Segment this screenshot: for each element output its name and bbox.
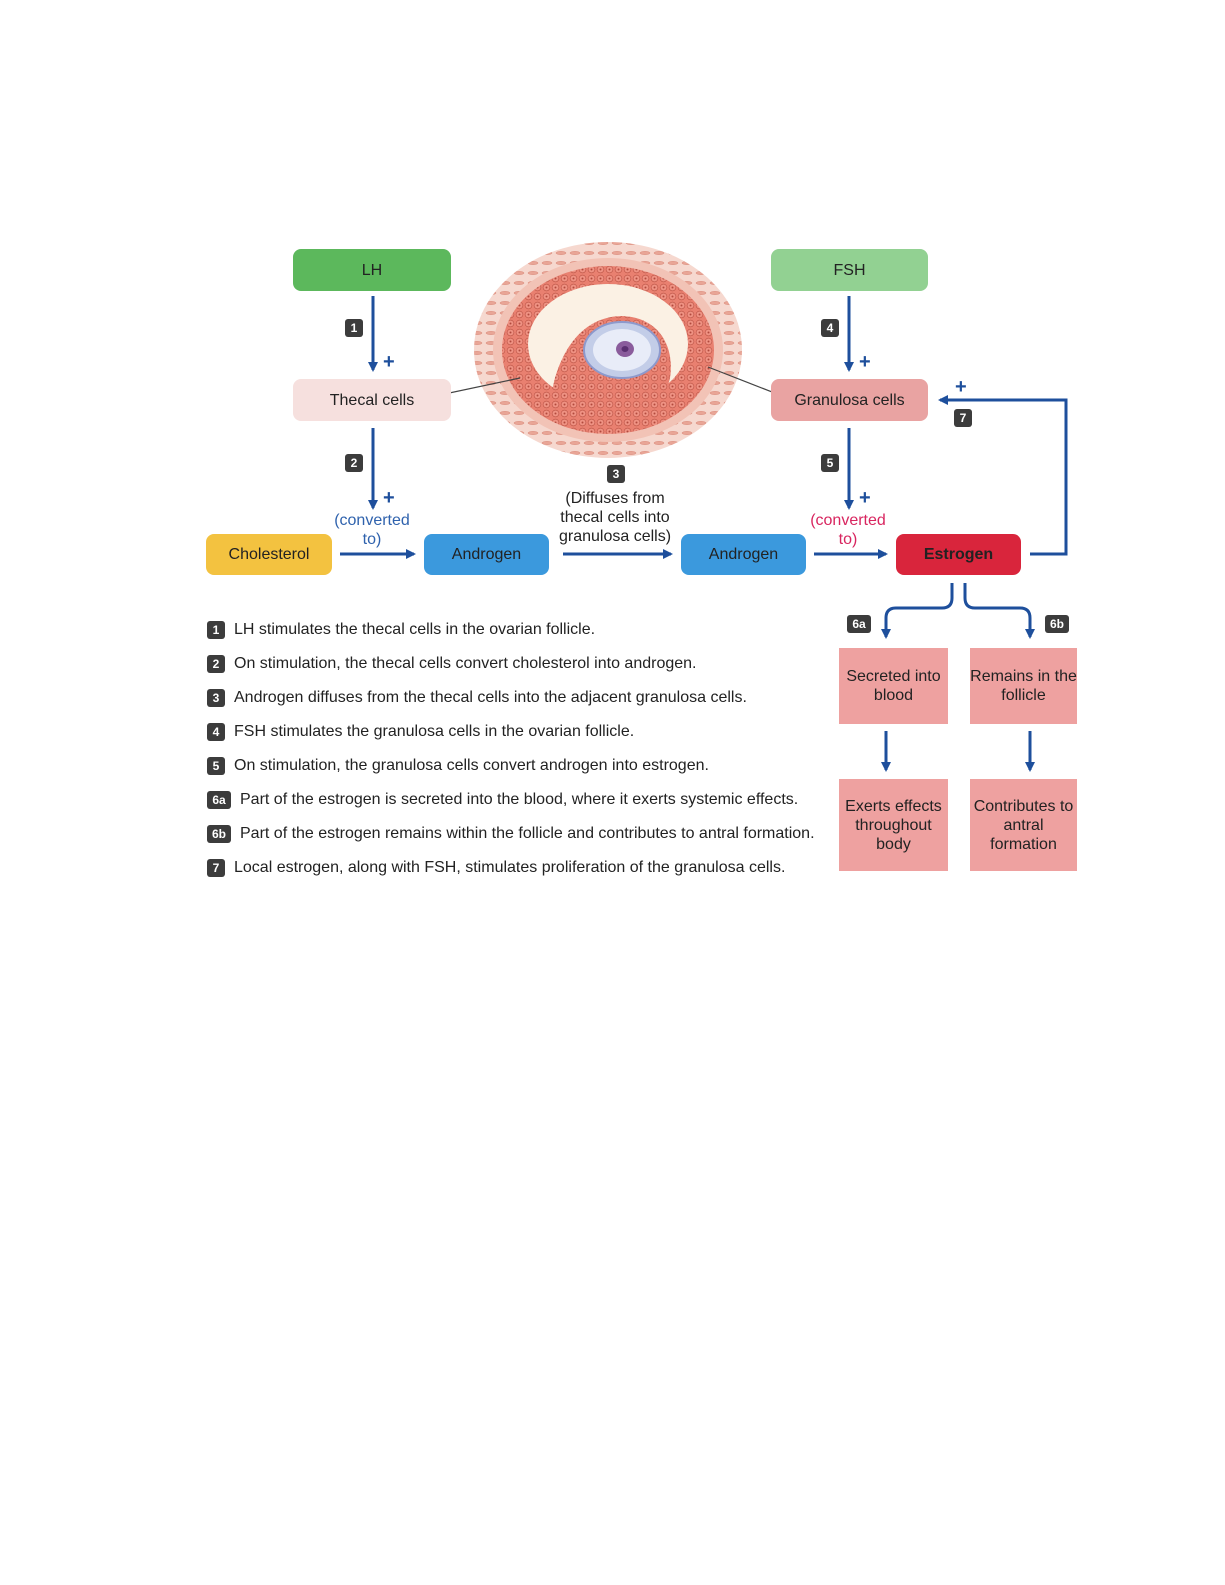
fsh-box: FSH — [771, 249, 928, 291]
legend-badge: 1 — [207, 621, 225, 639]
plus-sign-thecal: + — [383, 487, 395, 509]
legend-badge: 7 — [207, 859, 225, 877]
legend-row: 4 FSH stimulates the granulosa cells in … — [207, 722, 634, 742]
plus-sign-fsh: + — [859, 351, 871, 373]
legend-text: On stimulation, the thecal cells convert… — [234, 655, 697, 672]
diffuses-note: (Diffuses from thecal cells into granulo… — [558, 490, 672, 545]
legend-row: 5 On stimulation, the granulosa cells co… — [207, 756, 709, 776]
legend-text: Part of the estrogen remains within the … — [240, 825, 815, 842]
step-badge-6b: 6b — [1045, 615, 1069, 633]
step-badge-4: 4 — [821, 319, 839, 337]
legend-text: Part of the estrogen is secreted into th… — [240, 791, 799, 808]
ovarian-follicle-illustration — [474, 242, 742, 458]
legend-row: 6b Part of the estrogen remains within t… — [207, 824, 815, 844]
legend-text: On stimulation, the granulosa cells conv… — [234, 757, 709, 774]
legend-row: 3 Androgen diffuses from the thecal cell… — [207, 688, 747, 708]
step-badge-7: 7 — [954, 409, 972, 427]
androgen-granulosa-box: Androgen — [681, 534, 806, 575]
step-badge-1: 1 — [345, 319, 363, 337]
step-badge-5: 5 — [821, 454, 839, 472]
legend-text: Androgen diffuses from the thecal cells … — [234, 689, 747, 706]
legend-badge: 5 — [207, 757, 225, 775]
arrow-estrogen-to-blood — [881, 583, 954, 639]
step-badge-6a: 6a — [847, 615, 871, 633]
legend-badge: 6b — [207, 825, 231, 843]
legend-row: 7 Local estrogen, along with FSH, stimul… — [207, 858, 785, 878]
legend-row: 2 On stimulation, the thecal cells conve… — [207, 654, 696, 674]
legend-badge: 2 — [207, 655, 225, 673]
plus-sign-lh: + — [383, 351, 395, 373]
contributes-antral-box: Contributes to antral formation — [970, 779, 1077, 871]
converted-to-note-right: (converted to) — [810, 512, 886, 548]
androgen-thecal-box: Androgen — [424, 534, 549, 575]
converted-to-note-left: (converted to) — [334, 512, 410, 548]
cholesterol-box: Cholesterol — [206, 534, 332, 575]
arrow-estrogen-feedback — [938, 395, 1068, 556]
lh-box: LH — [293, 249, 451, 291]
legend-badge: 4 — [207, 723, 225, 741]
legend-text: LH stimulates the thecal cells in the ov… — [234, 621, 596, 638]
legend-row: 1 LH stimulates the thecal cells in the … — [207, 620, 595, 640]
estrogen-box: Estrogen — [896, 534, 1021, 575]
remains-in-follicle-box: Remains in the follicle — [970, 648, 1077, 724]
arrow-estrogen-to-follicle — [963, 583, 1035, 639]
legend-badge: 6a — [207, 791, 231, 809]
plus-sign-feedback: + — [955, 376, 967, 398]
exerts-effects-box: Exerts effects throughout body — [839, 779, 948, 871]
legend-text: Local estrogen, along with FSH, stimulat… — [234, 859, 786, 876]
legend-text: FSH stimulates the granulosa cells in th… — [234, 723, 635, 740]
legend-badge: 3 — [207, 689, 225, 707]
step-badge-3: 3 — [607, 465, 625, 483]
legend-row: 6a Part of the estrogen is secreted into… — [207, 790, 798, 810]
step-badge-2: 2 — [345, 454, 363, 472]
granulosa-cells-box: Granulosa cells — [771, 379, 928, 421]
secreted-into-blood-box: Secreted into blood — [839, 648, 948, 724]
thecal-cells-box: Thecal cells — [293, 379, 451, 421]
plus-sign-granulosa: + — [859, 487, 871, 509]
